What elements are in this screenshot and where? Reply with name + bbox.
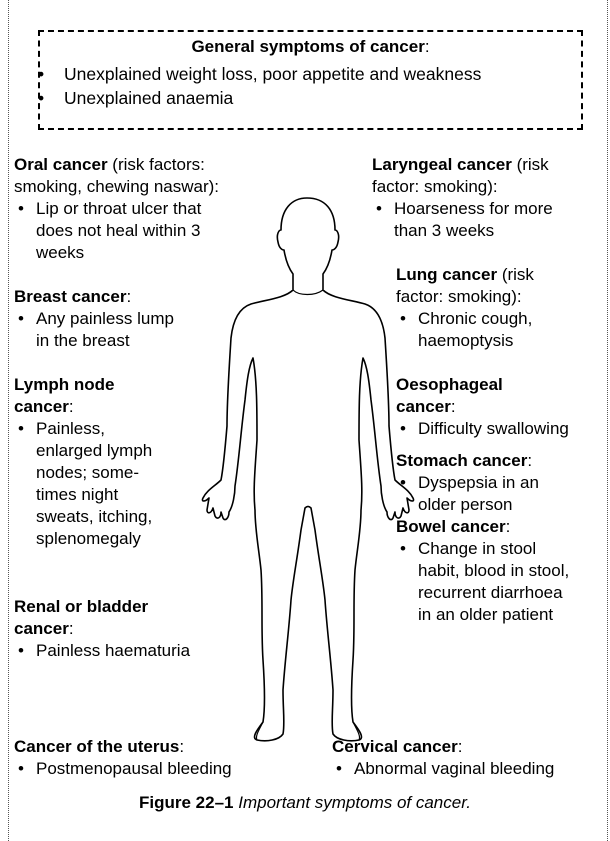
list-item: Unexplained anaemia [40,86,581,110]
list-item: Dyspepsia in an [396,472,606,494]
list-item: Chronic cough, [396,308,606,330]
list-item: Abnormal vaginal bleeding [332,758,608,780]
list-item: Painless haematuria [14,640,214,662]
list-item: Any painless lump [14,308,214,330]
renal-bladder-cancer-section: Renal or bladder cancer: Painless haemat… [14,596,214,662]
renal-bladder-cancer-heading: Renal or bladder [14,596,214,618]
list-item: Change in stool [396,538,608,560]
list-item: Postmenopausal bleeding [14,758,314,780]
breast-cancer-heading: Breast cancer [14,287,126,306]
breast-cancer-section: Breast cancer: Any painless lump in the … [14,286,214,352]
human-body-outline-icon [195,190,420,750]
uterus-cancer-heading: Cancer of the uterus [14,737,179,756]
lymph-node-cancer-heading: Lymph node [14,374,214,396]
bowel-cancer-section: Bowel cancer: Change in stool habit, blo… [396,516,608,626]
stomach-cancer-section: Stomach cancer: Dyspepsia in an older pe… [396,450,606,516]
list-item: Painless, [14,418,214,440]
general-symptoms-title: General symptoms of cancer: [40,36,581,58]
lung-cancer-section: Lung cancer (risk factor: smoking): Chro… [396,264,606,352]
figure-caption: Figure 22–1 Important symptoms of cancer… [0,793,610,813]
list-item: Difficulty swallowing [396,418,606,440]
list-item: Unexplained weight loss, poor appetite a… [40,62,581,86]
lymph-node-cancer-section: Lymph node cancer: Painless, enlarged ly… [14,374,214,550]
oesophageal-cancer-heading: Oesophageal [396,374,606,396]
general-symptoms-box: General symptoms of cancer: Unexplained … [38,30,583,130]
general-symptoms-list: Unexplained weight loss, poor appetite a… [40,62,581,110]
laryngeal-cancer-heading: Laryngeal cancer [372,155,512,174]
oral-cancer-heading: Oral cancer [14,155,108,174]
oesophageal-cancer-section: Oesophageal cancer: Difficulty swallowin… [396,374,606,440]
